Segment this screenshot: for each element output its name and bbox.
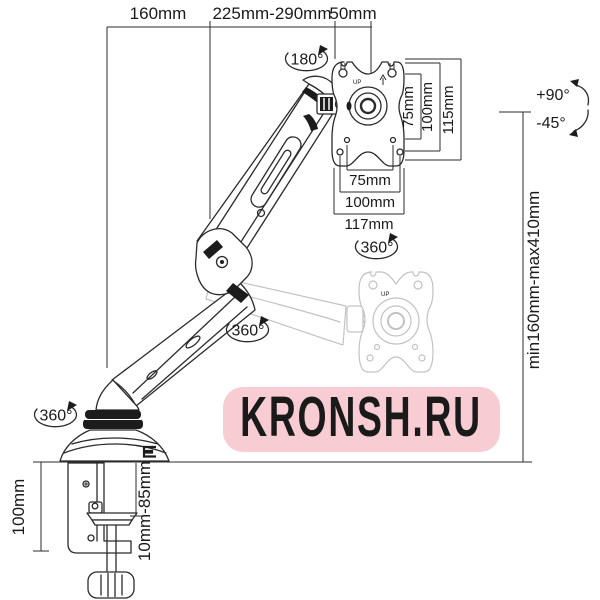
base-riser: [59, 379, 170, 462]
height-range-label: min160mm-max410mm: [524, 191, 543, 370]
rotation-180-label: 180°: [290, 52, 323, 69]
vesa-v100-label: 100mm: [419, 82, 436, 132]
desk-clamp: [67, 462, 138, 599]
vesa-keyhole-left: [338, 68, 348, 78]
vesa-h117-label: 117mm: [345, 216, 394, 233]
vesa-h75-label: 75mm: [349, 172, 391, 189]
swivel-360-base-label: 360°: [39, 408, 72, 425]
ghost-vesa-plate: UP: [358, 271, 434, 373]
vesa-up-arrow-icon: [379, 74, 387, 85]
swivel-360-head-label: 360°: [360, 240, 393, 257]
dim-head: 50mm: [329, 4, 376, 23]
vesa-h100-label: 100mm: [345, 194, 395, 211]
top-dimension-lines: 160mm 225mm-290mm 50mm: [106, 4, 377, 368]
base-swivel-label: 360°: [33, 400, 78, 428]
clamp-height-dimension: 100mm: [9, 461, 49, 552]
tilt-up-arrow-icon: [575, 84, 590, 106]
ghost-vesa-up-label: UP: [381, 292, 389, 298]
vesa-v115-label: 115mm: [440, 86, 457, 135]
tilt-down-label: -45°: [536, 115, 566, 132]
vesa-keyhole-right: [387, 68, 397, 78]
arm-swivel-label: 360°: [225, 315, 270, 343]
vesa-up-label: UP: [353, 80, 361, 86]
cable-clip-notch: [142, 445, 156, 458]
height-range-dimension: min160mm-max410mm: [499, 111, 543, 462]
tilt-up-label: +90°: [536, 87, 570, 104]
swivel-360-arm-label: 360°: [231, 323, 264, 340]
dim-arm-range: 225mm-290mm: [212, 4, 331, 23]
vesa-v75-label: 75mm: [400, 86, 417, 128]
tilt-down-arrow-icon: [573, 109, 589, 132]
clamp-knob: [87, 571, 135, 599]
vesa-plate: UP: [331, 61, 405, 167]
watermark-badge: KRONSH.RU: [223, 387, 500, 452]
desk-thickness-dimension: 10mm-85mm: [130, 461, 154, 561]
clamp-height-label: 100mm: [9, 479, 28, 536]
desk-thickness-label: 10mm-85mm: [135, 461, 154, 561]
elbow-joint: [194, 228, 253, 303]
monitor-arm: [59, 75, 349, 462]
lower-arm-segment: [111, 282, 256, 407]
watermark-background: [223, 387, 500, 452]
dim-arm-front: 160mm: [130, 4, 187, 23]
watermark-text: KRONSH.RU: [240, 387, 482, 449]
clamp-pad: [86, 512, 138, 521]
vesa-vertical-dimensions: 75mm 100mm 115mm: [400, 58, 462, 161]
tilt-angle-labels: +90° -45°: [536, 79, 590, 137]
head-rotation-label: 180°: [284, 44, 329, 72]
head-swivel-label: 360°: [354, 232, 399, 260]
vesa-horizontal-dimensions: 75mm 100mm 117mm: [333, 145, 405, 233]
clamp-screw: [106, 524, 117, 573]
